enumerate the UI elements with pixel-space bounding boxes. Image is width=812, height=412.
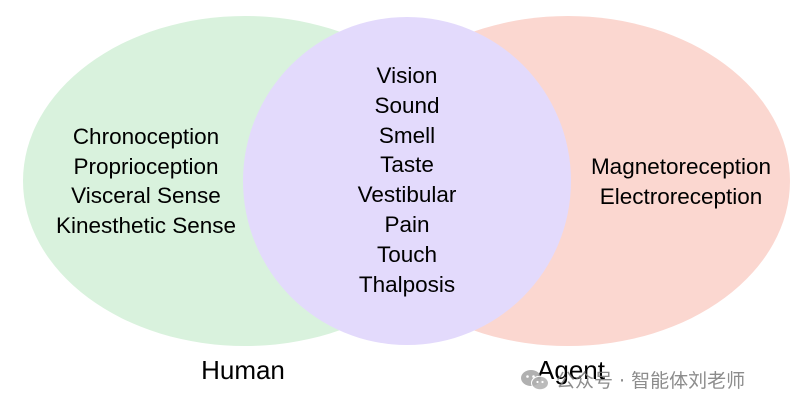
shared-set-circle (243, 17, 571, 345)
shared-item: Sound (374, 93, 439, 118)
shared-item: Smell (379, 123, 435, 148)
human-item: Kinesthetic Sense (56, 213, 236, 238)
wechat-icon (521, 369, 549, 390)
agent-items: Magnetoreception Electroreception (591, 154, 771, 209)
watermark: 公众号 · 智能体刘老师 (520, 366, 745, 393)
shared-item: Touch (377, 242, 437, 267)
shared-item: Thalposis (359, 272, 455, 297)
shared-item: Pain (384, 212, 429, 237)
human-item: Proprioception (73, 154, 218, 179)
shared-items: Vision Sound Smell Taste Vestibular Pain… (358, 63, 457, 297)
agent-item: Magnetoreception (591, 154, 771, 179)
human-item: Visceral Sense (71, 183, 221, 208)
agent-item: Electroreception (600, 184, 763, 209)
watermark-text: 公众号 · 智能体刘老师 (556, 370, 746, 392)
shared-item: Vestibular (358, 182, 457, 207)
shared-item: Taste (380, 152, 434, 177)
human-items: Chronoception Proprioception Visceral Se… (56, 124, 236, 238)
shared-item: Vision (377, 63, 438, 88)
human-set-label: Human (201, 355, 285, 385)
human-item: Chronoception (73, 124, 219, 149)
